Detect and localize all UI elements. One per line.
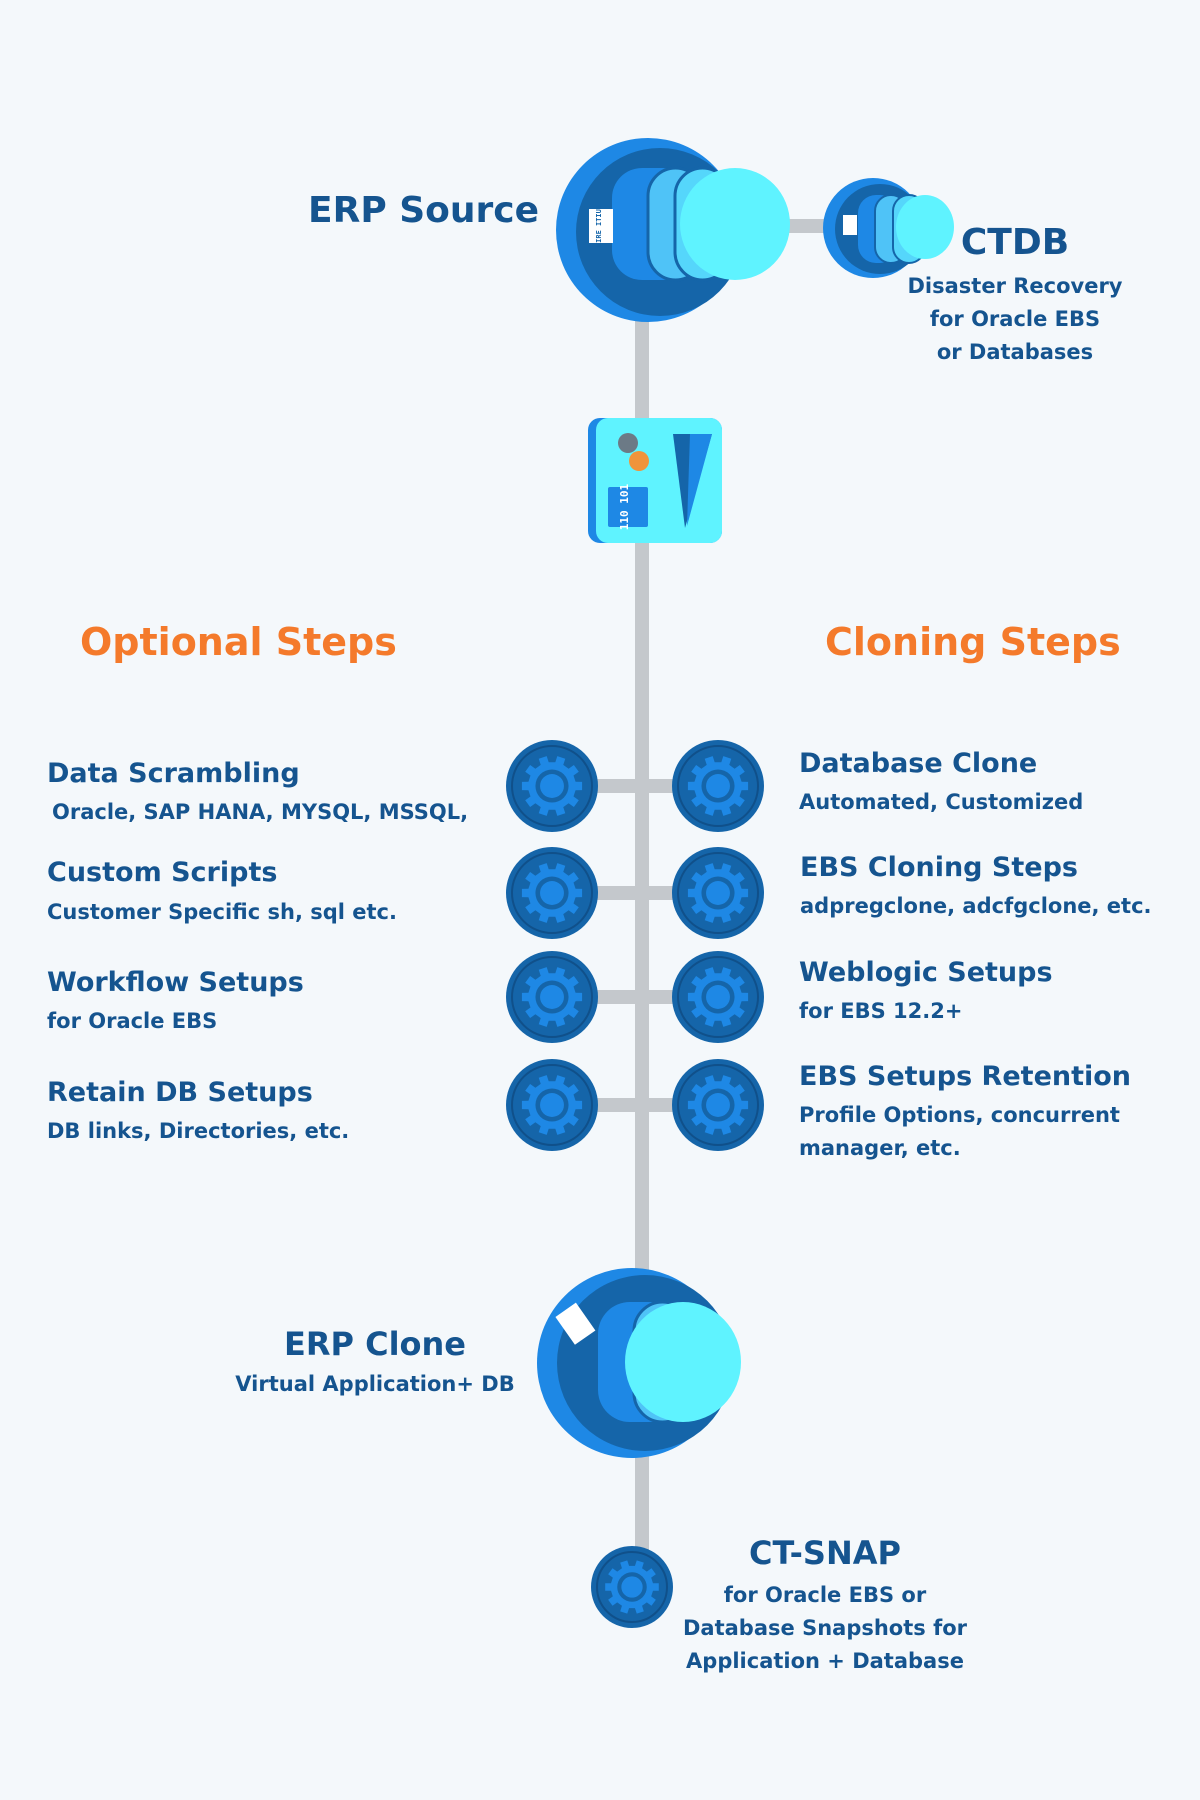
cloning-step-title: EBS Cloning Steps — [800, 852, 1078, 883]
cloning-step-title: Weblogic Setups — [799, 957, 1053, 988]
cloning-step-subtitle: Profile Options, concurrent — [799, 1103, 1120, 1127]
optional-step-gear-icon — [506, 740, 598, 832]
cloning-step-gear-icon — [672, 1059, 764, 1151]
optional-step-title: Data Scrambling — [47, 758, 300, 789]
ctsnap-label-group: CT-SNAP for Oracle EBS or Database Snaps… — [655, 1534, 995, 1678]
optional-step-subtitle: DB links, Directories, etc. — [47, 1119, 350, 1143]
ctdb-description-line: for Oracle EBS — [929, 307, 1101, 332]
cloning-step-gear-icon — [672, 740, 764, 832]
ctsnap-gear-icon — [591, 1546, 673, 1628]
cloning-step-subtitle: for EBS 12.2+ — [799, 999, 963, 1023]
processor-badge: 110 101 — [618, 483, 631, 530]
cloning-step-subtitle: Automated, Customized — [799, 790, 1084, 814]
cloning-step-title: EBS Setups Retention — [799, 1061, 1132, 1092]
ctsnap-description-line: Application + Database — [686, 1648, 964, 1673]
optional-step-subtitle: for Oracle EBS — [47, 1009, 218, 1033]
cloning-step-subtitle: adpregclone, adcfgclone, etc. — [800, 894, 1152, 918]
optional-step-gear-icon — [506, 847, 598, 939]
cloning-steps-heading: Cloning Steps — [825, 620, 1121, 664]
erp-source-title: ERP Source — [308, 190, 540, 231]
ctsnap-title: CT-SNAP — [749, 1534, 901, 1572]
ctdb-description-line: Disaster Recovery — [907, 274, 1123, 299]
cloning-step-title: Database Clone — [799, 748, 1038, 779]
optional-step-subtitle: Customer Specific sh, sql etc. — [47, 900, 397, 924]
ctdb-title: CTDB — [960, 222, 1070, 263]
erp-source-database-icon: DIRE ITIUS — [556, 138, 790, 322]
erp-clone-title: ERP Clone — [283, 1325, 466, 1363]
optional-step-title: Custom Scripts — [47, 857, 278, 888]
optional-step-title: Retain DB Setups — [47, 1077, 313, 1108]
optional-steps-heading: Optional Steps — [80, 620, 397, 664]
ctsnap-description-line: for Oracle EBS or — [723, 1582, 927, 1607]
ctdb-database-icon — [823, 178, 954, 278]
optional-step-gear-icon — [506, 951, 598, 1043]
optional-step-subtitle: Oracle, SAP HANA, MYSQL, MSSQL, — [52, 800, 469, 824]
cloning-step-gear-icon — [672, 847, 764, 939]
source-db-badge: DIRE ITIUS — [595, 205, 603, 247]
erp-clone-subtitle: Virtual Application+ DB — [235, 1371, 515, 1396]
ctsnap-description-line: Database Snapshots for — [683, 1615, 967, 1640]
optional-step-title: Workflow Setups — [47, 967, 304, 998]
cloning-step-gear-icon — [672, 951, 764, 1043]
erp-clone-label-group: ERP Clone Virtual Application+ DB — [210, 1325, 540, 1397]
ctdb-description-line: or Databases — [936, 340, 1094, 365]
optional-step-gear-icon — [506, 1059, 598, 1151]
ctdb-label-group: CTDB Disaster Recovery for Oracle EBS or… — [880, 222, 1150, 369]
erp-clone-database-icon — [537, 1268, 741, 1458]
processor-icon: 110 101 — [588, 418, 722, 543]
gear-nodes — [506, 740, 764, 1628]
cloning-step-subtitle: manager, etc. — [799, 1136, 961, 1160]
